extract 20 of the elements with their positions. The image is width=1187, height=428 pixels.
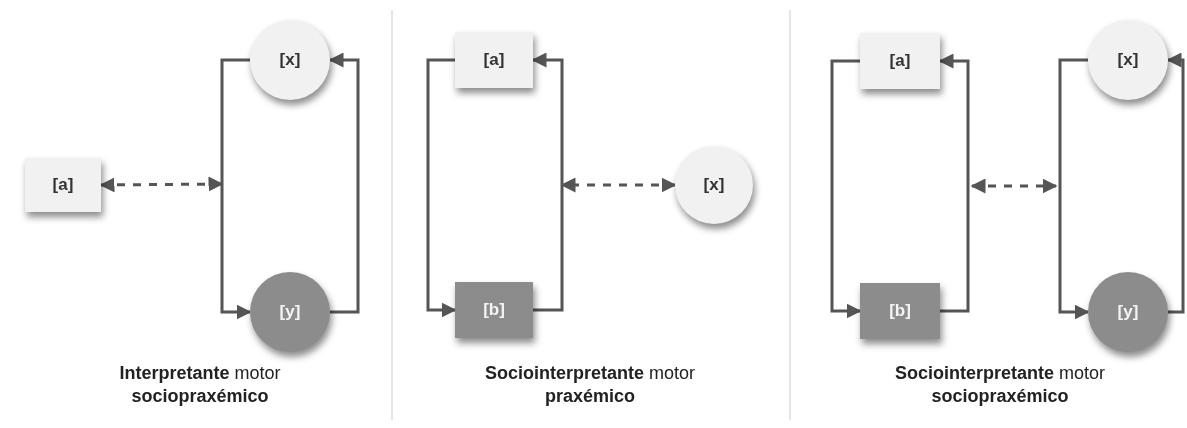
circle-node: [x]: [1088, 20, 1168, 100]
circle-node: [y]: [250, 272, 330, 352]
circle-node: [x]: [675, 146, 753, 224]
box-node: [b]: [455, 282, 533, 338]
box-node: [a]: [860, 33, 940, 89]
arrow: [830, 59, 862, 319]
arrow: [328, 52, 360, 314]
caption: Sociointerpretante motor sociopraxémico: [893, 362, 1106, 409]
box-node: [b]: [860, 283, 940, 339]
box-node: [a]: [455, 32, 533, 88]
arrow: [1166, 52, 1185, 314]
box-node: [a]: [25, 158, 101, 212]
caption: Interpretante motor sociopraxémico: [118, 362, 282, 409]
dashed-arrow: [560, 177, 677, 193]
circle-node: [y]: [1088, 272, 1168, 352]
arrow: [426, 58, 457, 318]
arrow: [220, 58, 252, 320]
circle-node: [x]: [250, 20, 330, 100]
arrow: [1058, 58, 1090, 320]
caption: Sociointerpretante motor praxémico: [483, 362, 696, 409]
